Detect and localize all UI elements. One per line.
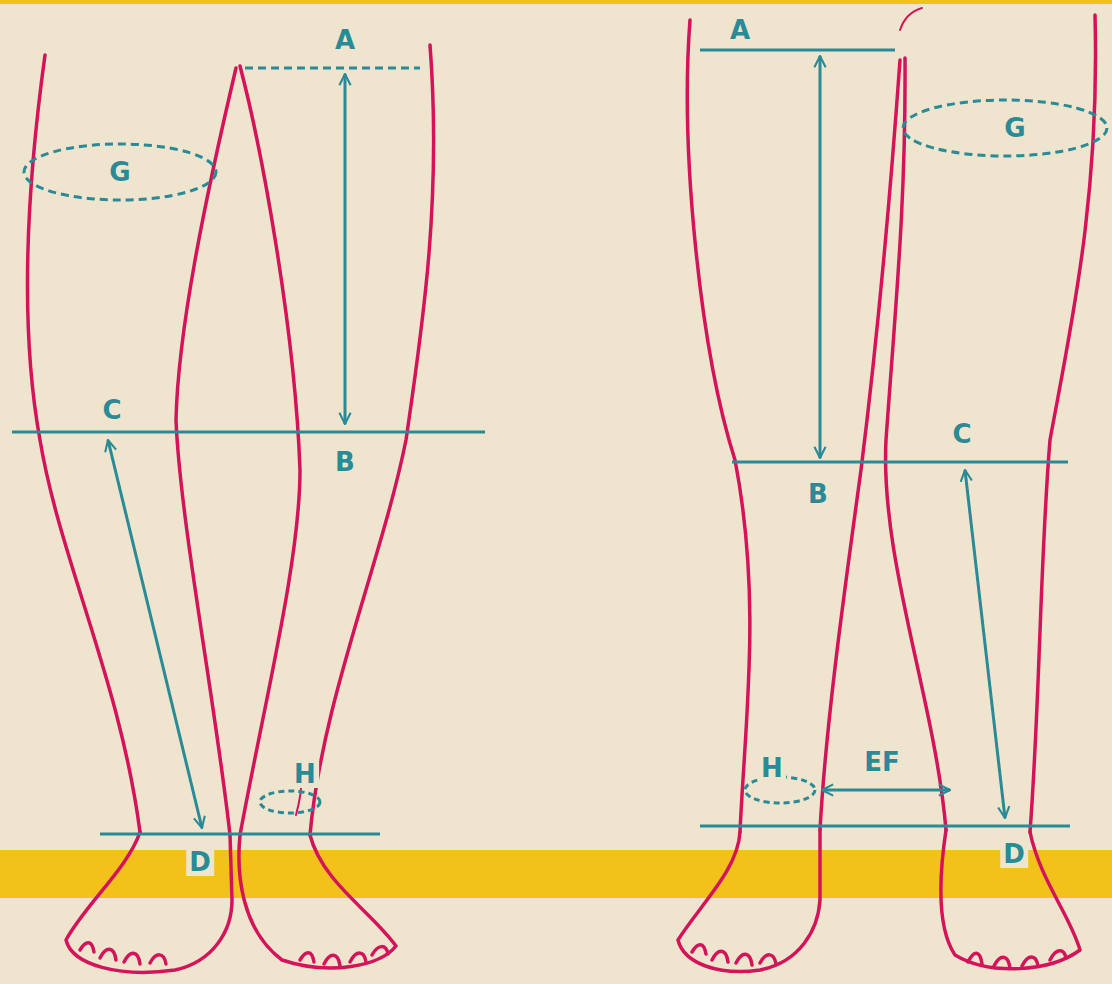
measurement-letter: A [332, 26, 358, 54]
measurement-letter: B [332, 448, 358, 476]
floor-band [0, 850, 1112, 898]
measurement-letter: C [949, 420, 974, 448]
measurement-lines [12, 50, 1107, 834]
measurement-letter: C [99, 396, 124, 424]
measurement-letter: EF [861, 748, 903, 776]
measurement-letter: B [805, 480, 831, 508]
measurement-letter: H [291, 760, 319, 788]
top-border [0, 0, 1112, 4]
measurement-letter: D [186, 848, 214, 876]
measurement-letter: A [727, 16, 753, 44]
measurement-letter: G [106, 158, 133, 186]
measurement-letter: D [1000, 840, 1028, 868]
measurement-letter: G [1001, 114, 1028, 142]
measurement-letter: H [758, 754, 786, 782]
